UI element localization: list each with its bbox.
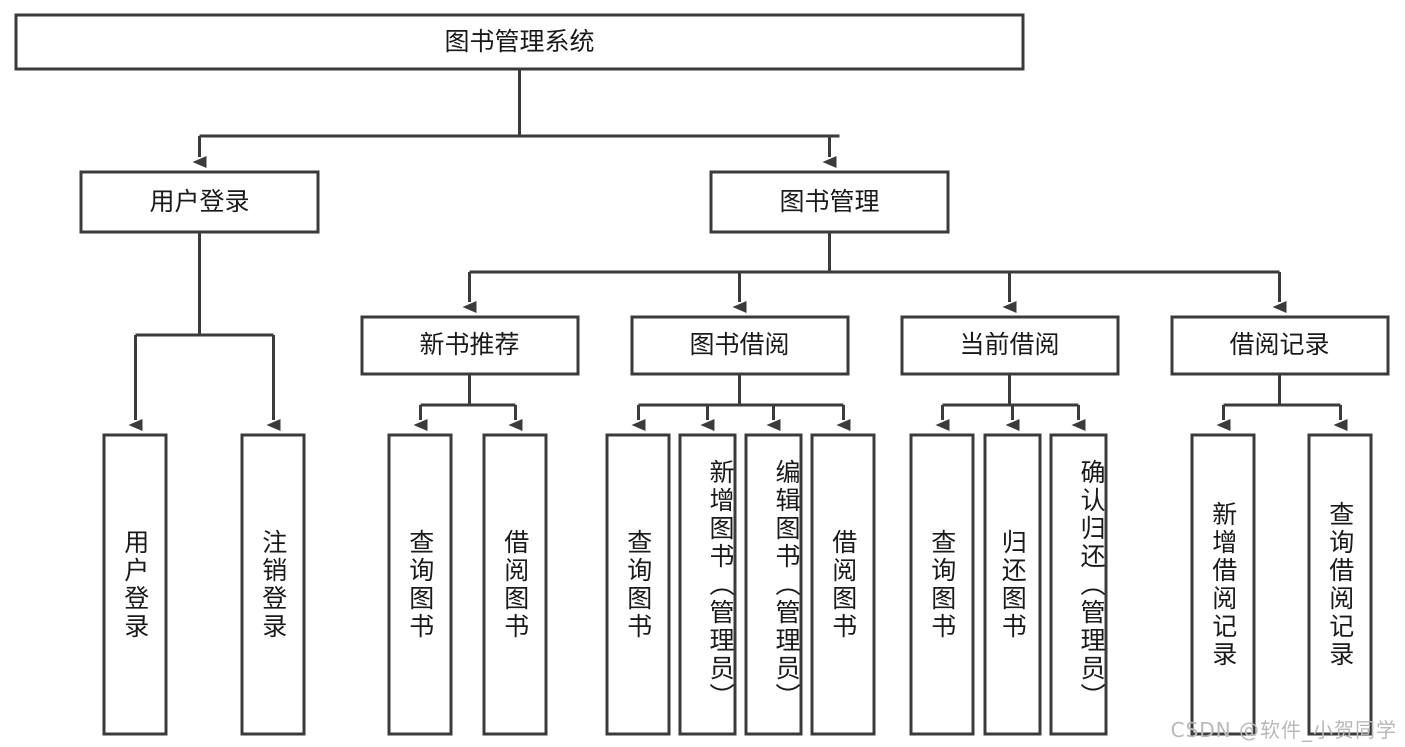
leaf-box-query-book-new[interactable]: [387, 433, 453, 736]
node-new-book-recommend-label: 新书推荐: [419, 330, 519, 359]
leaf-box-query-book-borrow[interactable]: [605, 433, 671, 736]
leaf-box-edit-book-admin[interactable]: [744, 433, 803, 736]
connector-group-book-manage: [462, 232, 1287, 313]
leaf-box-add-borrow-record[interactable]: [1190, 433, 1256, 736]
node-new-book-recommend[interactable]: 新书推荐: [360, 315, 580, 376]
leaf-box-confirm-return-admin[interactable]: [1049, 433, 1108, 736]
node-user-login-box[interactable]: [79, 170, 320, 234]
leaf-node-group: [102, 433, 1373, 736]
node-root-box[interactable]: [14, 13, 1025, 71]
connector-group-current: [935, 374, 1086, 431]
leaf-box-query-book-current[interactable]: [909, 433, 975, 736]
leaf-box-user-login[interactable]: [102, 433, 168, 736]
node-borrow-record[interactable]: 借阅记录: [1170, 315, 1390, 376]
node-book-manage[interactable]: 图书管理: [709, 170, 950, 234]
node-borrow-record-label: 借阅记录: [1229, 330, 1329, 359]
node-user-login[interactable]: 用户登录: [79, 170, 320, 234]
node-root-label: 图书管理系统: [444, 27, 594, 56]
csdn-watermark: CSDN @软件_小贺同学: [1170, 718, 1397, 742]
node-book-borrow-label: 图书借阅: [689, 330, 789, 359]
node-book-borrow-box[interactable]: [630, 315, 850, 376]
leaf-box-add-book-admin[interactable]: [678, 433, 737, 736]
node-user-login-label: 用户登录: [149, 187, 249, 216]
node-book-manage-box[interactable]: [709, 170, 950, 234]
node-book-borrow[interactable]: 图书借阅: [630, 315, 850, 376]
node-root[interactable]: 图书管理系统: [14, 13, 1025, 71]
node-new-book-recommend-box[interactable]: [360, 315, 580, 376]
node-book-manage-label: 图书管理: [779, 187, 879, 216]
connector-group-record: [1216, 374, 1348, 431]
connector-group-root: [192, 69, 840, 168]
connector-group-new-book: [413, 374, 523, 431]
leaf-box-logout[interactable]: [240, 433, 306, 736]
connector-group-user-login: [128, 232, 281, 431]
node-current-borrow-label: 当前借阅: [959, 330, 1059, 359]
leaf-box-query-borrow-record[interactable]: [1307, 433, 1373, 736]
leaf-box-return-book[interactable]: [983, 433, 1042, 736]
node-current-borrow-box[interactable]: [900, 315, 1120, 376]
leaf-box-borrow-book-new[interactable]: [482, 433, 548, 736]
node-borrow-record-box[interactable]: [1170, 315, 1390, 376]
connector-group-borrow: [631, 374, 851, 431]
node-current-borrow[interactable]: 当前借阅: [900, 315, 1120, 376]
leaf-box-borrow-book[interactable]: [810, 433, 876, 736]
